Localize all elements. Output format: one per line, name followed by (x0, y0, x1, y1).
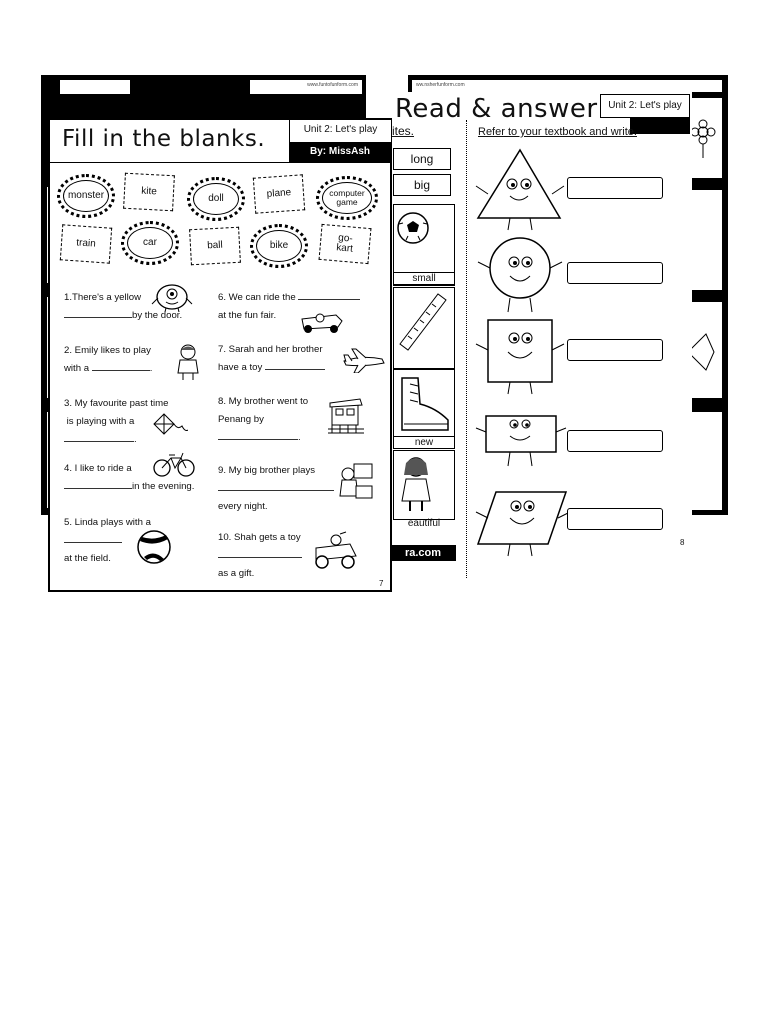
label-long: long (393, 148, 451, 170)
middle-page-number: 8 (680, 538, 685, 547)
square-shape-icon (475, 319, 565, 395)
word-plane: plane (252, 174, 306, 214)
picture-cell-doll (393, 450, 455, 520)
middle-left-heading: ites. (392, 124, 415, 138)
word-monster: monster (57, 174, 115, 218)
train-icon (328, 398, 364, 434)
airplane-icon (343, 348, 385, 373)
picture-cell-shoe (393, 369, 455, 445)
label-big: big (393, 174, 451, 196)
word-ball: ball (189, 226, 241, 266)
answer-box-rectangle[interactable] (567, 430, 663, 452)
beach-ball-icon (137, 530, 171, 564)
circle-shape-icon (477, 237, 563, 313)
middle-divider (466, 120, 467, 578)
answer-box-circle[interactable] (567, 262, 663, 284)
back-left-title-fragment (130, 80, 250, 98)
rectangle-shape-icon (475, 415, 567, 467)
back-right-url: ww.nsherfunform.com (416, 82, 465, 88)
parallelogram-shape-icon (475, 491, 571, 557)
blank-1[interactable] (64, 309, 132, 319)
word-doll: doll (187, 177, 245, 221)
blank-8[interactable] (218, 431, 298, 441)
middle-footer-bar: ra.com (390, 545, 456, 561)
toy-car-icon (315, 531, 357, 569)
middle-right-heading: Refer to your textbook and write. (478, 126, 637, 138)
caption-small: small (393, 272, 455, 285)
go-kart-icon (301, 313, 343, 333)
question-5: 5. Linda plays with a at the field. (64, 517, 151, 565)
front-author-bar: By: MissAsh (289, 142, 391, 162)
kite-icon (153, 413, 188, 435)
flower-icon (690, 119, 716, 158)
monster-icon (151, 284, 193, 312)
blank-5[interactable] (64, 534, 122, 544)
caption-beautiful: eautiful (407, 518, 441, 529)
doll-icon (401, 457, 431, 511)
question-4: 4. I like to ride a in the evening. (64, 463, 195, 493)
blank-2[interactable] (91, 362, 150, 372)
question-6: 6. We can ride the at the fun fair. (218, 289, 361, 325)
diamond-icon (687, 333, 715, 371)
back-left-header: www.funtofunform.com (58, 78, 364, 98)
question-8: 8. My brother went to Penang by . (218, 396, 309, 444)
front-title-rule (50, 162, 390, 163)
shoe-icon (401, 377, 449, 431)
blank-7[interactable] (264, 361, 325, 371)
question-1: 1.There's a yellow by the door. (64, 292, 183, 322)
girl-with-doll-icon (177, 344, 199, 380)
boy-playing-computer-icon (339, 463, 373, 499)
blank-10[interactable] (218, 549, 302, 559)
word-bike: bike (250, 224, 308, 268)
back-left-url: www.funtofunform.com (307, 82, 358, 88)
soccer-ball-icon (397, 212, 429, 244)
blank-3[interactable] (64, 433, 134, 443)
blank-6[interactable] (298, 291, 361, 300)
picture-cell-ruler (393, 287, 455, 369)
triangle-shape-icon (475, 148, 565, 231)
question-3: 3. My favourite past time is playing wit… (64, 398, 169, 446)
middle-header-bar (630, 118, 690, 134)
word-kite: kite (123, 172, 175, 212)
answer-box-triangle[interactable] (567, 177, 663, 199)
middle-unit-label: Unit 2: Let's play (600, 94, 690, 118)
front-sheet-title: Fill in the blanks. (62, 126, 266, 152)
shapes-figure (475, 148, 571, 557)
bicycle-icon (153, 452, 195, 477)
caption-new: new (393, 436, 455, 449)
answer-box-parallelogram[interactable] (567, 508, 663, 530)
question-10: 10. Shah gets a toy as a gift. (218, 532, 302, 580)
middle-sheet-title: Read & answer (395, 94, 598, 124)
word-train: train (59, 224, 113, 264)
question-7: 7. Sarah and her brother have a toy (218, 341, 325, 377)
ruler-icon (399, 293, 447, 351)
word-computer-game: computer game (316, 176, 378, 220)
word-go-kart: go-kart (318, 223, 372, 265)
front-unit-label: Unit 2: Let's play (289, 120, 391, 142)
word-car: car (121, 221, 179, 265)
front-page-number: 7 (379, 579, 384, 588)
question-9: 9. My big brother plays every night. (218, 462, 334, 517)
blank-4[interactable] (64, 480, 132, 490)
blank-9[interactable] (218, 482, 334, 492)
answer-box-square[interactable] (567, 339, 663, 361)
question-2: 2. Emily likes to play with a . (64, 345, 153, 375)
